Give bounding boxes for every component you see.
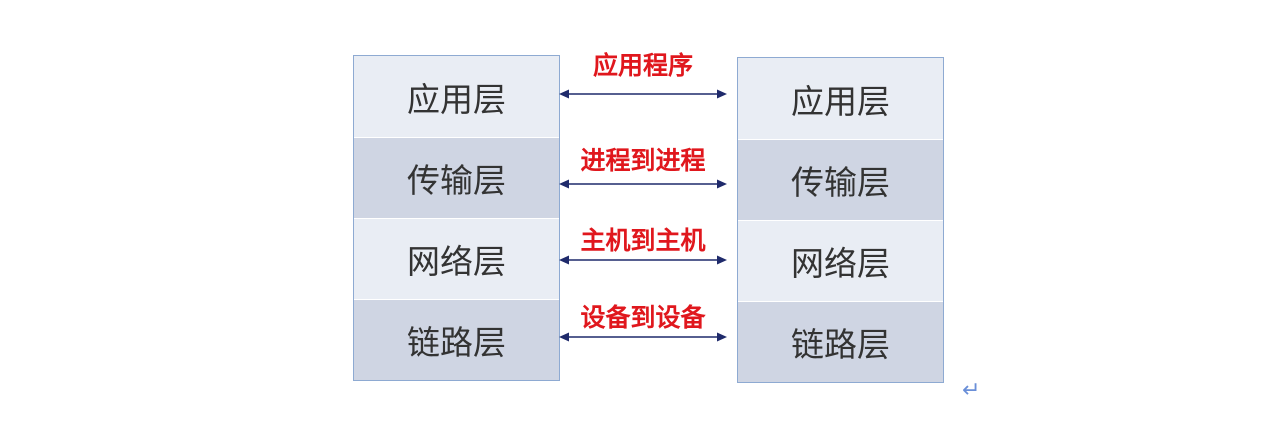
left-network-layer: 网络层 bbox=[354, 218, 559, 299]
connection-label-link: 设备到设备 bbox=[580, 303, 706, 332]
double-arrow-network bbox=[559, 255, 727, 265]
right-link-layer: 链路层 bbox=[738, 301, 943, 382]
double-arrow-link bbox=[559, 332, 727, 342]
right-transport-layer: 传输层 bbox=[738, 139, 943, 220]
connection-label-transport: 进程到进程 bbox=[580, 146, 706, 175]
right-protocol-stack: 应用层 传输层 网络层 链路层 bbox=[737, 57, 944, 383]
right-network-layer: 网络层 bbox=[738, 220, 943, 301]
left-application-layer: 应用层 bbox=[354, 56, 559, 137]
double-arrow-application bbox=[559, 89, 727, 99]
paragraph-mark-icon: ↵ bbox=[962, 378, 981, 403]
connection-label-application: 应用程序 bbox=[592, 51, 693, 80]
right-application-layer: 应用层 bbox=[738, 58, 943, 139]
left-link-layer: 链路层 bbox=[354, 299, 559, 380]
connection-label-network: 主机到主机 bbox=[580, 226, 706, 255]
left-protocol-stack: 应用层 传输层 网络层 链路层 bbox=[353, 55, 560, 381]
left-transport-layer: 传输层 bbox=[354, 137, 559, 218]
double-arrow-transport bbox=[559, 179, 727, 189]
